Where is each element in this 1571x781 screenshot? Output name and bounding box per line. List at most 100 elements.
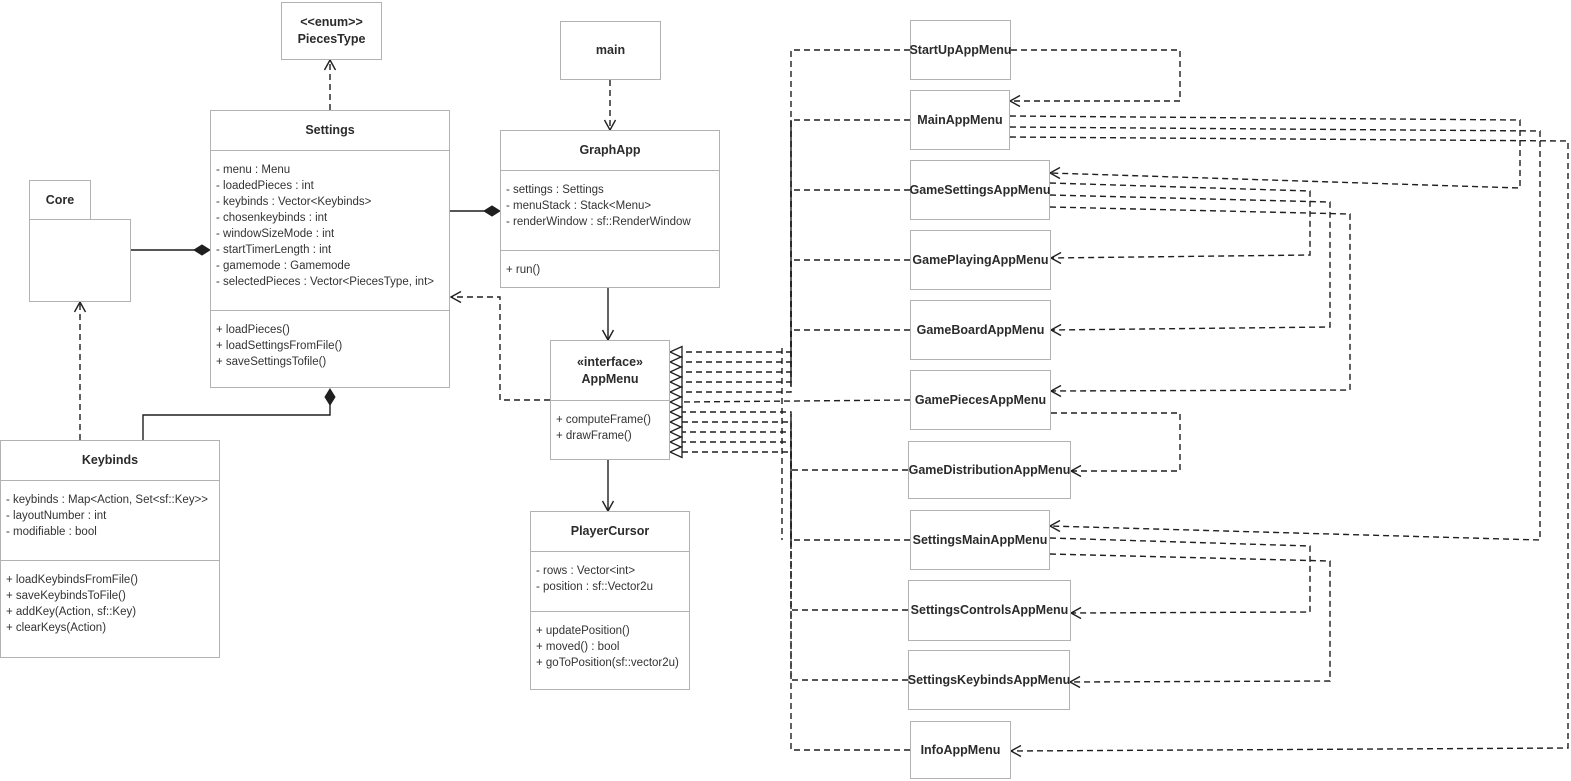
package-name: Core [45,193,75,207]
open-arrow-marker [1008,94,1021,108]
open-triangle-marker [668,395,683,409]
edge-depend-MainAppMenu-GameSettingsAppMenu [1009,115,1521,189]
method: + saveSettingsTofile() [216,356,327,368]
filled-diamond-marker [324,388,336,406]
node-StartUpAppMenu: StartUpAppMenu [909,20,1012,80]
open-arrow-marker [449,290,462,304]
class-title: StartUpAppMenu [909,21,1012,79]
class-title: PlayerCursor [531,512,689,551]
filled-diamond-marker [483,205,501,217]
filled-diamond-marker [193,244,211,256]
node-GameDistributionAppMenu: GameDistributionAppMenu [908,441,1071,499]
class-title: GameDistributionAppMenu [908,442,1071,498]
edge-depend-GameSettingsAppMenu-GameBoardAppMenu [1049,194,1331,337]
open-arrow-marker [1009,744,1022,758]
edge-depend-StartUpAppMenu-MainAppMenu [1008,49,1181,108]
class-name: StartUpAppMenu [909,42,1012,57]
method: + drawFrame() [556,430,632,442]
class-title: <<enum>> PiecesType [282,3,381,59]
package-body [29,219,131,302]
open-triangle-marker [668,435,683,449]
node-SettingsControlsAppMenu: SettingsControlsAppMenu [908,580,1071,641]
open-arrow-marker [73,300,87,313]
node-GameBoardAppMenu: GameBoardAppMenu [910,300,1051,360]
edge-depend-Keybinds-Core [73,300,87,440]
class-title: GamePiecesAppMenu [911,371,1050,429]
open-arrow-marker [1068,675,1081,689]
edge-compose-Core-Settings [131,244,211,256]
node-MainAppMenu: MainAppMenu [910,90,1010,150]
class-name: AppMenu [581,371,639,386]
attribute: - layoutNumber : int [6,510,107,522]
class-title: Settings [211,111,449,150]
attribute: - renderWindow : sf::RenderWindow [506,216,691,228]
class-name: main [595,43,626,57]
class-attributes: - menu : Menu- loadedPieces : int- keybi… [211,150,449,310]
open-arrow-marker [1049,323,1062,337]
method: + loadKeybindsFromFile() [6,574,138,586]
open-arrow-marker [1049,384,1062,398]
class-attributes: - rows : Vector<int>- position : sf::Vec… [531,551,689,611]
class-title: GamePlayingAppMenu [911,231,1050,289]
node-Keybinds: Keybinds - keybinds : Map<Action, Set<sf… [0,440,220,658]
open-triangle-marker [668,375,683,389]
class-title: InfoAppMenu [911,722,1010,778]
edge-realize-GameDistributionAppMenu-AppMenu [668,405,908,471]
class-title: SettingsControlsAppMenu [909,581,1070,640]
open-arrow-marker [323,58,337,71]
attribute: - menu : Menu [216,164,291,176]
edge-realize-GamePiecesAppMenu-AppMenu [668,395,911,409]
class-name: Settings [305,123,355,137]
open-arrow-marker [1069,606,1082,620]
node-PiecesType: <<enum>> PiecesType [281,2,382,60]
class-attributes: - keybinds : Map<Action, Set<sf::Key>>- … [1,480,219,560]
node-PlayerCursor: PlayerCursor - rows : Vector<int>- posit… [530,511,690,690]
class-methods: + updatePosition()+ moved() : bool+ goTo… [531,611,689,689]
class-methods: + loadKeybindsFromFile()+ saveKeybindsTo… [1,560,219,657]
edge-depend-main-GraphApp [603,80,617,132]
edge-realize-InfoAppMenu-AppMenu [668,445,910,751]
package-tab: Core [29,180,91,220]
attribute: - keybinds : Map<Action, Set<sf::Key>> [6,494,208,506]
edge-realize-SettingsMainAppMenu-AppMenu [668,415,910,541]
node-InfoAppMenu: InfoAppMenu [910,721,1011,779]
edge-depend-SettingsMainAppMenu-SettingsKeybindsAppMenu [1049,553,1331,689]
attribute: - rows : Vector<int> [536,565,636,577]
node-Settings: Settings - menu : Menu - loadedPieces : i… [210,110,450,388]
class-name: GameDistributionAppMenu [908,462,1071,477]
open-arrow-marker [1049,251,1062,265]
method: + addKey(Action, sf::Key) [6,606,137,618]
open-triangle-marker [668,385,683,399]
class-name: GamePiecesAppMenu [914,392,1047,407]
method: + loadSettingsFromFile() [216,340,343,352]
edge-depend-GameSettingsAppMenu-GamePlayingAppMenu [1049,182,1311,265]
class-title: MainAppMenu [911,91,1009,149]
method: + moved() : bool [536,641,620,653]
class-name: InfoAppMenu [920,742,1001,757]
edge-depend-MainAppMenu-SettingsMainAppMenu [1009,126,1541,541]
attribute: - loadedPieces : int [216,180,314,192]
node-main: main [560,21,661,80]
node-AppMenu: «interface» AppMenu + computeFrame()+ dr… [550,340,670,460]
open-triangle-marker [668,365,683,379]
attribute: - settings : Settings [506,184,604,196]
class-stereotype: <<enum>> [300,15,363,29]
edge-realize-SettingsKeybindsAppMenu-AppMenu [668,435,908,681]
method: + run() [506,264,541,276]
class-name: SettingsKeybindsAppMenu [907,672,1071,687]
attribute: - position : sf::Vector2u [536,581,653,593]
class-title: Keybinds [1,441,219,480]
class-methods: + loadPieces()+ loadSettingsFromFile()+ … [211,310,449,387]
method: + clearKeys(Action) [6,622,107,634]
method: + computeFrame() [556,414,651,426]
edge-compose-Settings-Keybinds [142,388,336,440]
edge-assoc-AppMenu-PlayerCursor [601,460,615,513]
open-arrow-marker [1048,519,1061,533]
edge-assoc-GraphApp-AppMenu [601,288,615,342]
attribute: - menuStack : Stack<Menu> [506,200,652,212]
node-GamePlayingAppMenu: GamePlayingAppMenu [910,230,1051,290]
class-name: PlayerCursor [570,524,650,538]
node-GraphApp: GraphApp - settings : Settings - menuStac… [500,130,720,288]
class-title: GameSettingsAppMenu [910,161,1051,219]
class-name: GraphApp [579,143,641,157]
